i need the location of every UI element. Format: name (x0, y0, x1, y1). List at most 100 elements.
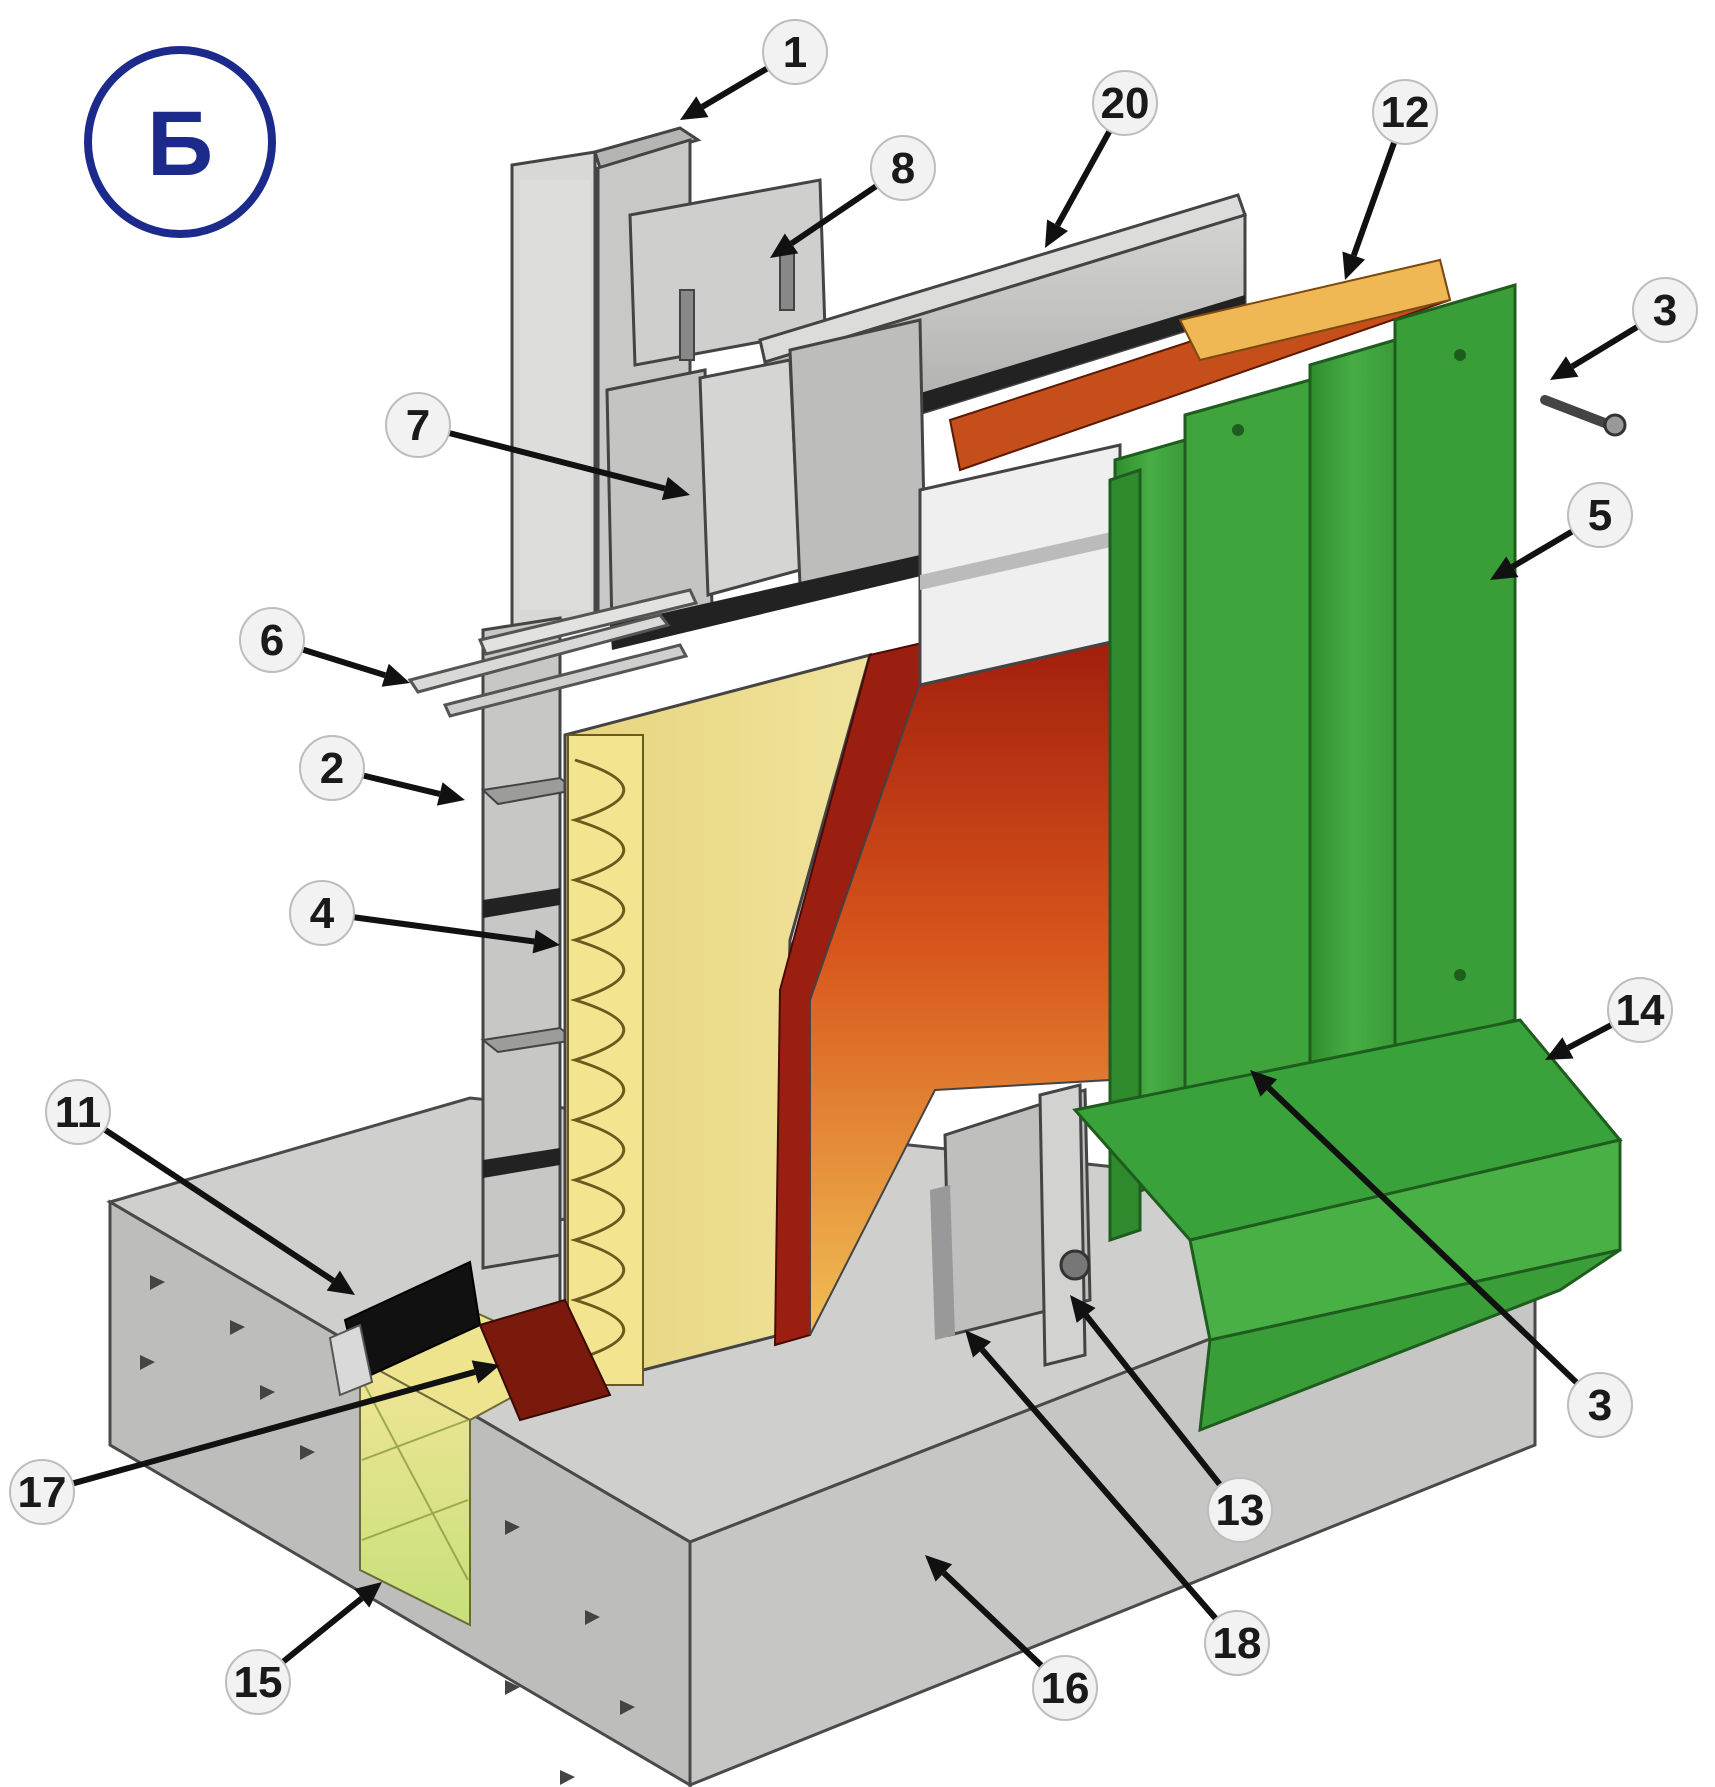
leader-line (1083, 1313, 1223, 1487)
callout-circle (1632, 277, 1698, 343)
callout-20: 20 (1092, 70, 1158, 136)
leader-line (362, 772, 441, 797)
callout-circle (870, 135, 936, 201)
liner-rib-2 (483, 888, 560, 918)
callout-number: 3 (1588, 1381, 1612, 1430)
callout-14: 14 (1607, 977, 1673, 1043)
callout-6: 6 (239, 607, 305, 673)
callout-circle (45, 1079, 111, 1145)
screw-dot-1 (1232, 424, 1244, 436)
callout-circle (1032, 1655, 1098, 1721)
green-sheet-back (1393, 283, 1517, 1057)
leader-arrowhead (1550, 356, 1579, 380)
badge-label: Б (147, 93, 213, 195)
flashing-drip (1198, 1248, 1621, 1433)
leader-arrowhead (680, 96, 709, 120)
callout-number: 18 (1213, 1619, 1262, 1668)
callout-circle (1372, 79, 1438, 145)
leader-line (281, 1595, 364, 1665)
leader-arrowhead (770, 233, 799, 258)
callout-12: 12 (1372, 79, 1438, 145)
leader-arrowhead (661, 476, 690, 501)
leader-arrowhead (471, 1360, 500, 1384)
callout-circle (225, 1649, 291, 1715)
callout-circle (299, 735, 365, 801)
leader-line (979, 1347, 1219, 1621)
callout-number: 2 (320, 744, 344, 793)
callout-number: 7 (406, 401, 430, 450)
callout-4: 4 (289, 880, 355, 946)
leader-line (353, 914, 535, 945)
base-bracket (1038, 1083, 1087, 1367)
leader-line (941, 1570, 1044, 1669)
callout-18: 18 (1204, 1610, 1270, 1676)
inner-liner-panel (480, 616, 578, 1270)
callout-11: 11 (45, 1079, 111, 1145)
wool-wave-band (567, 734, 644, 1386)
callout-number: 6 (260, 616, 284, 665)
upper-girder-right (788, 318, 927, 587)
callout-17: 17 (9, 1459, 75, 1525)
bracket-slot-2 (779, 249, 795, 311)
callout-leaders (72, 65, 1640, 1669)
callout-3: 3 (1567, 1372, 1633, 1438)
leader-arrowhead (925, 1555, 953, 1582)
callout-circle (1207, 1477, 1273, 1543)
leader-line (1350, 141, 1398, 257)
green-rib-right (1308, 337, 1397, 1113)
callout-number: 20 (1101, 79, 1150, 128)
callout-circle (1567, 1372, 1633, 1438)
leader-arrowhead (1070, 1295, 1096, 1323)
leader-arrowhead (326, 1270, 355, 1295)
callout-5: 5 (1567, 482, 1633, 548)
screw-dot-3 (1454, 969, 1466, 981)
mineral-wool-block (563, 652, 873, 1392)
leader-line (1266, 1085, 1579, 1386)
leader-arrowhead (381, 663, 410, 687)
callout-13: 13 (1207, 1477, 1273, 1543)
leader-arrowhead (532, 929, 560, 954)
leader-arrowhead (1045, 219, 1069, 248)
sealant-foil (328, 1323, 374, 1397)
upper-girder-left (605, 368, 714, 630)
self-tapping-screw (1540, 395, 1627, 437)
callout-number: 1 (783, 28, 807, 77)
leader-arrowhead (1545, 1037, 1574, 1060)
callout-circle (762, 19, 828, 85)
bracket-slot-1 (679, 289, 695, 361)
upper-girder-cut (610, 555, 925, 650)
callout-number: 14 (1616, 986, 1665, 1035)
leader-arrowhead (1342, 251, 1366, 280)
callout-number: 16 (1041, 1664, 1090, 1713)
foam-hatch (361, 1379, 469, 1581)
leader-line (301, 646, 387, 679)
callout-circle (1204, 1610, 1270, 1676)
callout-number: 17 (18, 1468, 67, 1517)
callout-circle (239, 607, 305, 673)
column-texture (520, 180, 590, 610)
callout-16: 16 (1032, 1655, 1098, 1721)
callout-number: 12 (1381, 88, 1430, 137)
callout-number: 4 (310, 889, 335, 938)
leader-arrowhead (354, 1582, 382, 1608)
leader-line (448, 430, 666, 492)
leader-arrowhead (965, 1330, 992, 1358)
upper-girder-mid (698, 358, 802, 597)
callout-8: 8 (870, 135, 936, 201)
callout-circle (1567, 482, 1633, 548)
callout-number: 8 (891, 144, 915, 193)
white-rail-groove (920, 530, 1120, 590)
callout-circle (385, 392, 451, 458)
bracket-bolt (1059, 1249, 1091, 1281)
column-flange (593, 126, 702, 170)
callout-number: 15 (234, 1658, 283, 1707)
green-edge (1108, 467, 1142, 1243)
leader-line (1570, 324, 1640, 370)
callout-7: 7 (385, 392, 451, 458)
leader-line (1054, 129, 1113, 227)
callout-number: 3 (1653, 286, 1677, 335)
leader-arrowhead (436, 782, 465, 806)
membrane-top-roll-light (1178, 258, 1452, 362)
